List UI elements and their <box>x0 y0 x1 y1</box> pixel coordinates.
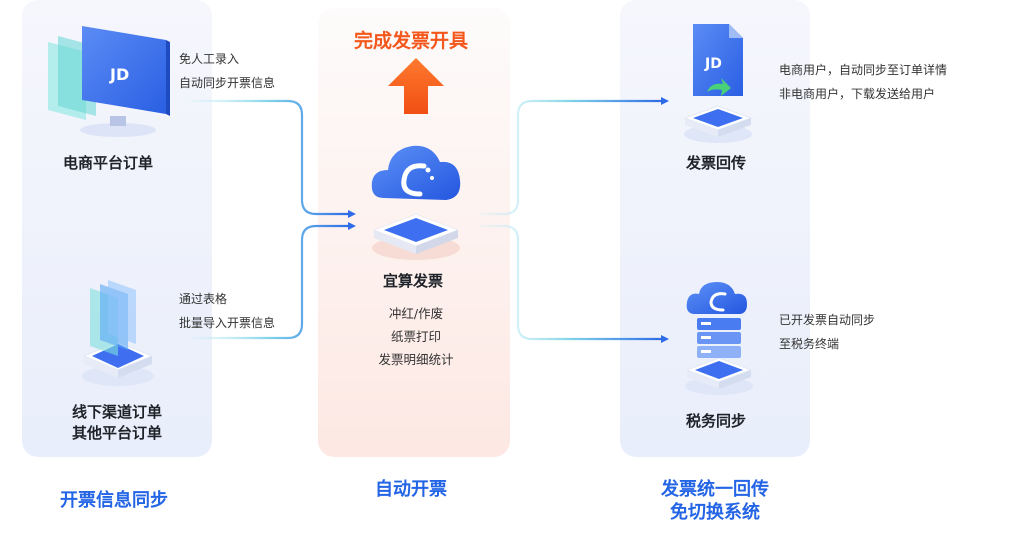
connector-top-left <box>190 99 350 216</box>
return-arrow-icon <box>707 78 731 96</box>
yisuan-invoice-label: 宜算发票 <box>383 272 444 290</box>
left-note-1: 免人工录入 自动同步开票信息 <box>179 47 275 95</box>
arrowhead-bottom-left <box>348 222 356 230</box>
left-note-2: 通过表格 批量导入开票信息 <box>179 287 275 335</box>
feature-red-void: 冲红/作废 <box>388 306 444 321</box>
monitor-jd-icon: JD <box>48 26 170 137</box>
up-arrow-icon <box>388 58 444 114</box>
connector-bottom-left <box>190 224 350 340</box>
return-section-title: 发票统一回传 免切换系统 <box>656 478 774 524</box>
arrowhead-top-right <box>661 97 669 105</box>
arrowhead-top-left <box>348 210 356 218</box>
right-note-2: 已开发票自动同步 至税务终端 <box>779 308 875 356</box>
center-features: 冲红/作废 纸票打印 发票明细统计 <box>374 302 458 371</box>
connector-top-right <box>480 99 662 216</box>
top-title: 完成发票开具 <box>354 30 469 52</box>
invoice-return-icon: JD <box>683 24 753 143</box>
note-to-tax-terminal: 至税务终端 <box>779 337 840 351</box>
sync-section-title: 开票信息同步 <box>60 490 168 511</box>
tax-sync-label: 税务同步 <box>686 412 747 430</box>
auto-invoice-title: 自动开票 <box>375 479 447 500</box>
note-batch-import: 批量导入开票信息 <box>179 316 276 330</box>
tax-sync-icon <box>685 282 753 395</box>
note-non-ecommerce-download: 非电商用户，下载发送给用户 <box>779 87 936 101</box>
note-via-spreadsheet: 通过表格 <box>179 292 228 306</box>
feature-detail-stats: 发票明细统计 <box>378 352 454 367</box>
offline-orders-line-1: 线下渠道订单 <box>72 403 163 421</box>
cloud-service-icon <box>371 145 461 260</box>
offline-orders-label: 线下渠道订单 其他平台订单 <box>72 402 162 444</box>
feature-paper-print: 纸票打印 <box>390 329 441 344</box>
invoice-return-label: 发票回传 <box>686 154 747 172</box>
connector-bottom-right <box>480 224 662 341</box>
offline-orders-line-2: 其他平台订单 <box>72 424 163 442</box>
jd-logo-text-right: JD <box>704 56 722 72</box>
return-title-line-2: 免切换系统 <box>670 502 760 523</box>
offline-orders-icon <box>82 280 154 386</box>
ecommerce-orders-label: 电商平台订单 <box>63 154 154 172</box>
arrowhead-bottom-right <box>661 335 669 343</box>
jd-logo-text-left: JD <box>109 65 129 84</box>
return-title-line-1: 发票统一回传 <box>661 479 769 500</box>
right-note-1: 电商用户，自动同步至订单详情 非电商用户，下载发送给用户 <box>779 58 947 106</box>
note-issued-sync: 已开发票自动同步 <box>779 313 876 327</box>
note-ecommerce-sync: 电商用户，自动同步至订单详情 <box>779 63 948 77</box>
note-no-manual-entry: 免人工录入 <box>179 52 240 66</box>
note-auto-sync-info: 自动同步开票信息 <box>179 76 276 90</box>
